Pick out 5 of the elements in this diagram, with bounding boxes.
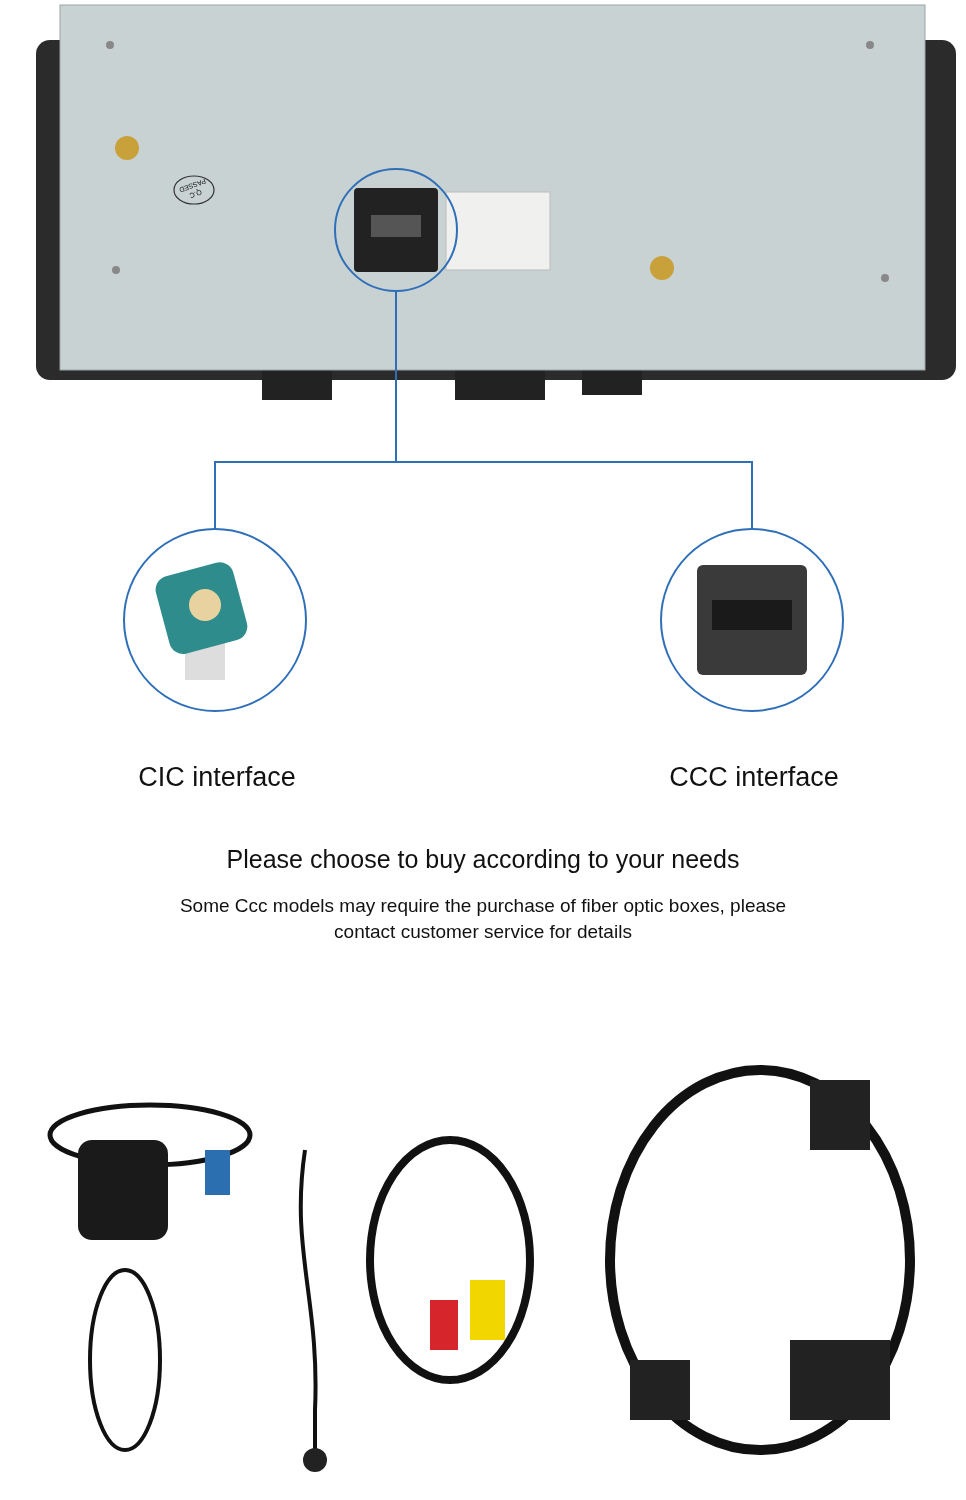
note-text: Some Ccc models may require the purchase of fiber optic boxes, please contact customer service for details (178, 894, 788, 944)
connector-closeup-circle (334, 168, 458, 292)
heading-text: Please choose to buy according to your needs (225, 844, 741, 875)
interface-caption: CCC interface (669, 762, 839, 793)
interface-caption: CIC interface (138, 762, 296, 793)
